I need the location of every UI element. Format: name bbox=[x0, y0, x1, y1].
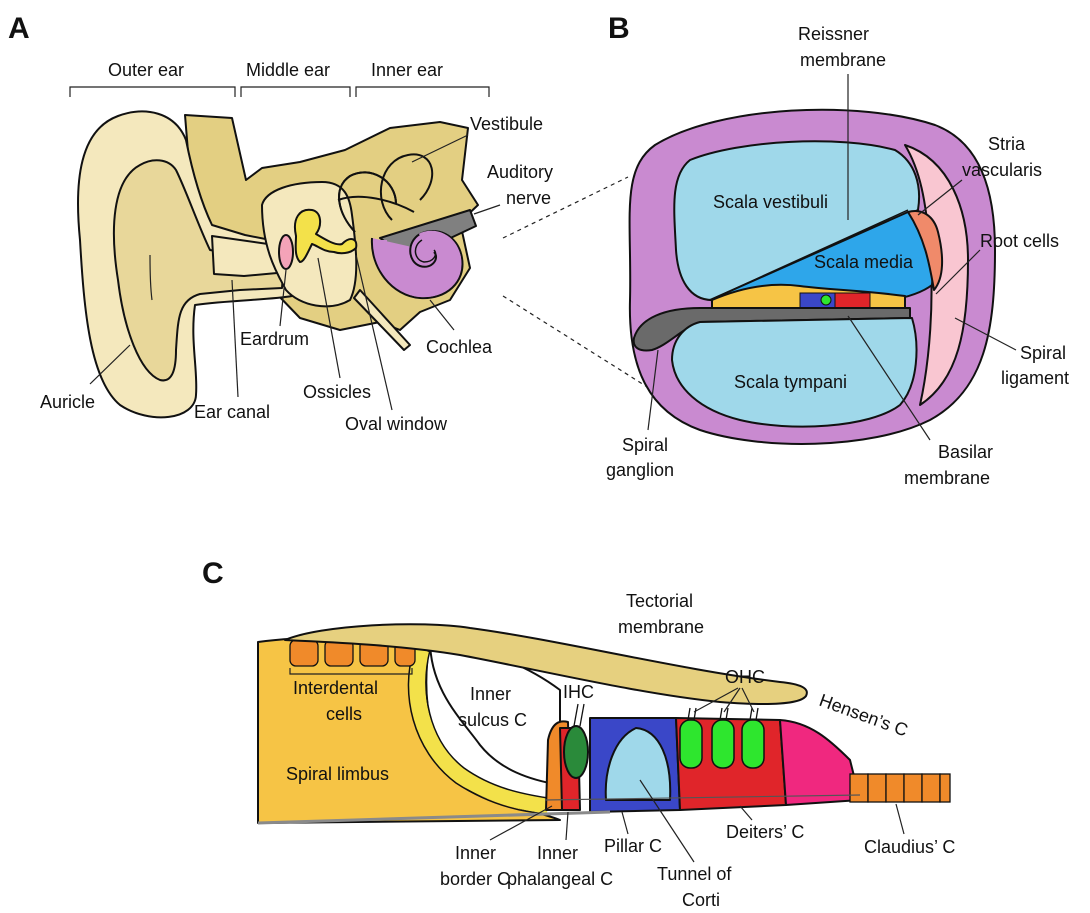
claudius-cells bbox=[850, 774, 950, 802]
reissner-label-1: Reissner bbox=[798, 24, 869, 44]
hensen-cells bbox=[780, 720, 860, 805]
stria-label-1: Stria bbox=[988, 134, 1026, 154]
root-cells-label: Root cells bbox=[980, 231, 1059, 251]
inner-phalangeal-label-2: phalangeal C bbox=[507, 869, 613, 889]
oval-window-label: Oval window bbox=[345, 414, 448, 434]
spiral-ganglion-label-2: ganglion bbox=[606, 460, 674, 480]
panel-c-letter: C bbox=[202, 557, 224, 590]
ihc-cell bbox=[564, 726, 588, 778]
pillar-label: Pillar C bbox=[604, 836, 662, 856]
basilar-label-1: Basilar bbox=[938, 442, 993, 462]
claudius-label: Claudius’ C bbox=[864, 837, 955, 857]
inner-phalangeal-label-1: Inner bbox=[537, 843, 578, 863]
cochlea-label: Cochlea bbox=[426, 337, 493, 357]
inner-border-label-2: border C bbox=[440, 869, 510, 889]
vestibule-label: Vestibule bbox=[470, 114, 543, 134]
eardrum-label: Eardrum bbox=[240, 329, 309, 349]
hair-cell-b-green bbox=[821, 295, 831, 305]
scala-vestibuli-label: Scala vestibuli bbox=[713, 192, 828, 212]
ihc-label: IHC bbox=[563, 682, 594, 702]
deiters-label: Deiters’ C bbox=[726, 822, 804, 842]
hair-cells-b-red bbox=[835, 293, 870, 309]
basilar-label-2: membrane bbox=[904, 468, 990, 488]
reissner-label-2: membrane bbox=[800, 50, 886, 70]
ossicles-label: Ossicles bbox=[303, 382, 371, 402]
tectorial-label-1: Tectorial bbox=[626, 591, 693, 611]
inner-border-label-1: Inner bbox=[455, 843, 496, 863]
spiral-limbus-label: Spiral limbus bbox=[286, 764, 389, 784]
panel-a-letter: A bbox=[8, 12, 30, 45]
region-brackets bbox=[70, 87, 489, 97]
spiral-ganglion-label-1: Spiral bbox=[622, 435, 668, 455]
tunnel-label-1: Tunnel of bbox=[657, 864, 732, 884]
interdental-label-2: cells bbox=[326, 704, 362, 724]
scala-media-label: Scala media bbox=[814, 252, 914, 272]
interdental-label-1: Interdental bbox=[293, 678, 378, 698]
hensens-label: Hensen’s C bbox=[817, 690, 911, 741]
spiral-ligament-label-1: Spiral bbox=[1020, 343, 1066, 363]
inner-sulcus-label-1: Inner bbox=[470, 684, 511, 704]
middle-ear-label: Middle ear bbox=[246, 60, 330, 80]
panel-b-letter: B bbox=[608, 12, 630, 45]
ear-canal-label: Ear canal bbox=[194, 402, 270, 422]
outer-ear-label: Outer ear bbox=[108, 60, 184, 80]
ohc-cells bbox=[680, 720, 764, 768]
auditory-nerve-label-1: Auditory bbox=[487, 162, 553, 182]
inner-ear-label: Inner ear bbox=[371, 60, 443, 80]
tectorial-label-2: membrane bbox=[618, 617, 704, 637]
stria-label-2: vascularis bbox=[962, 160, 1042, 180]
auditory-nerve-label-2: nerve bbox=[506, 188, 551, 208]
ohc-label: OHC bbox=[725, 667, 765, 687]
auricle-label: Auricle bbox=[40, 392, 95, 412]
tunnel-label-2: Corti bbox=[682, 890, 720, 910]
spiral-ligament-label-2: ligament bbox=[1001, 368, 1069, 388]
eardrum bbox=[279, 235, 293, 269]
inner-sulcus-label-2: sulcus C bbox=[458, 710, 527, 730]
scala-tympani-label: Scala tympani bbox=[734, 372, 847, 392]
